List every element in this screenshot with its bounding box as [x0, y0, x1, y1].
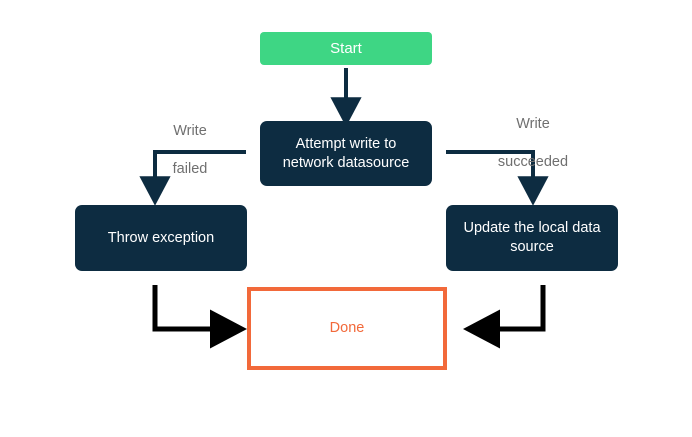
node-throw-exception-label: Throw exception: [107, 229, 215, 246]
edge-label-write-succeeded-line2: succeeded: [497, 154, 569, 171]
edge-label-write-failed: Write failed: [140, 103, 240, 199]
edge-attempt-to-throw: [139, 150, 246, 206]
node-start-label: Start: [330, 39, 362, 57]
node-update-local-data-source[interactable]: Update the local data source: [446, 205, 618, 271]
node-done-label: Done: [329, 320, 365, 337]
edge-update-to-done: [463, 285, 546, 349]
edge-label-write-failed-line1: Write: [173, 123, 207, 140]
edge-label-write-failed-line2: failed: [172, 161, 208, 178]
node-attempt-write[interactable]: Attempt write to network datasource: [260, 121, 432, 186]
node-throw-exception[interactable]: Throw exception: [75, 205, 247, 271]
node-done[interactable]: Done: [247, 287, 447, 370]
edge-label-write-succeeded: Write succeeded: [452, 96, 614, 192]
node-update-local-data-source-label: Update the local data source: [463, 220, 601, 255]
edge-attempt-to-update: [446, 150, 549, 206]
edge-label-write-succeeded-line1: Write: [516, 116, 550, 133]
node-start[interactable]: Start: [260, 32, 432, 65]
node-attempt-write-label: Attempt write to network datasource: [282, 135, 410, 171]
edge-throw-to-done: [152, 285, 247, 349]
